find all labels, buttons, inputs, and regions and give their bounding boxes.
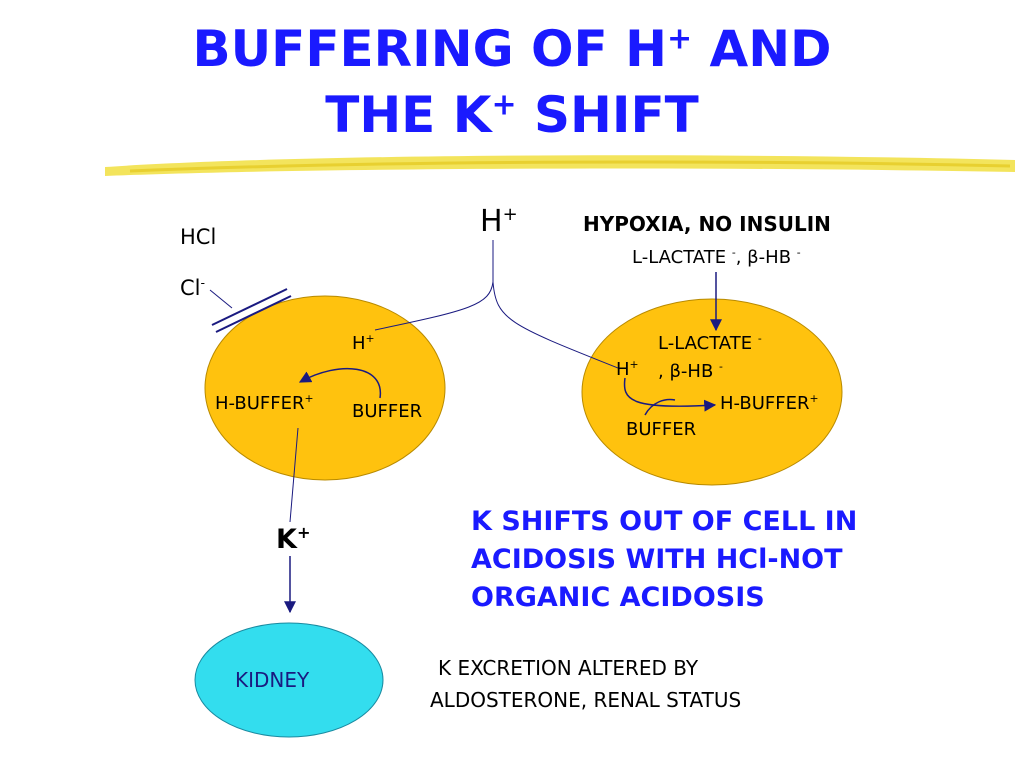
membrane-line-2 [215, 295, 292, 333]
k-shift-note-line-3: ORGANIC ACIDOSIS [471, 581, 765, 613]
cl-label: Cl- [180, 275, 206, 300]
left-cell [204, 295, 446, 481]
right-h-label: H+ [616, 358, 639, 380]
right-buffer-arrow [623, 377, 717, 412]
k-label: K+ [276, 523, 311, 555]
kidney-label: KIDNEY [235, 668, 310, 692]
lactate-cell-label: L-LACTATE - [658, 332, 762, 354]
h-branch-right [492, 281, 619, 369]
right-buffer-label: BUFFER [626, 419, 697, 440]
hcl-label: HCl [180, 225, 217, 249]
slide-title-line-2: THE K+ SHIFT [325, 86, 699, 144]
k-shift-note-line-1: K SHIFTS OUT OF CELL IN [471, 506, 858, 537]
cl-pointer [209, 289, 233, 309]
k-shift-note-line-2: ACIDOSIS WITH HCl-NOT [471, 543, 843, 575]
membrane-line-1 [211, 288, 288, 326]
excretion-note-line-2: ALDOSTERONE, RENAL STATUS [430, 688, 742, 712]
right-cell [581, 298, 843, 486]
hbuffer-to-k-line [289, 427, 299, 523]
left-hbuffer-label: H-BUFFER+ [215, 392, 314, 414]
title-underline [105, 155, 1015, 176]
left-buffer-label: BUFFER [352, 401, 423, 422]
left-h-label: H+ [352, 332, 375, 354]
excretion-note-line-1: K EXCRETION ALTERED BY [438, 656, 699, 680]
kidney [194, 622, 384, 738]
k-shift-note: K SHIFTS OUT OF CELL IN ACIDOSIS WITH HC… [471, 503, 857, 616]
left-buffer-arrow [298, 367, 381, 399]
right-buffer-curve [644, 398, 676, 416]
h-branch-left [374, 281, 494, 331]
top-h-label: H+ [480, 204, 518, 239]
hb-cell-label: , β-HB - [658, 360, 723, 382]
lactate-hb-top-label: L-LACTATE -, β-HB - [632, 246, 801, 268]
right-hbuffer-label: H-BUFFER+ [720, 392, 819, 414]
hypoxia-label: HYPOXIA, NO INSULIN [583, 212, 831, 236]
slide-title-line-1: BUFFERING OF H+ AND [192, 20, 832, 78]
